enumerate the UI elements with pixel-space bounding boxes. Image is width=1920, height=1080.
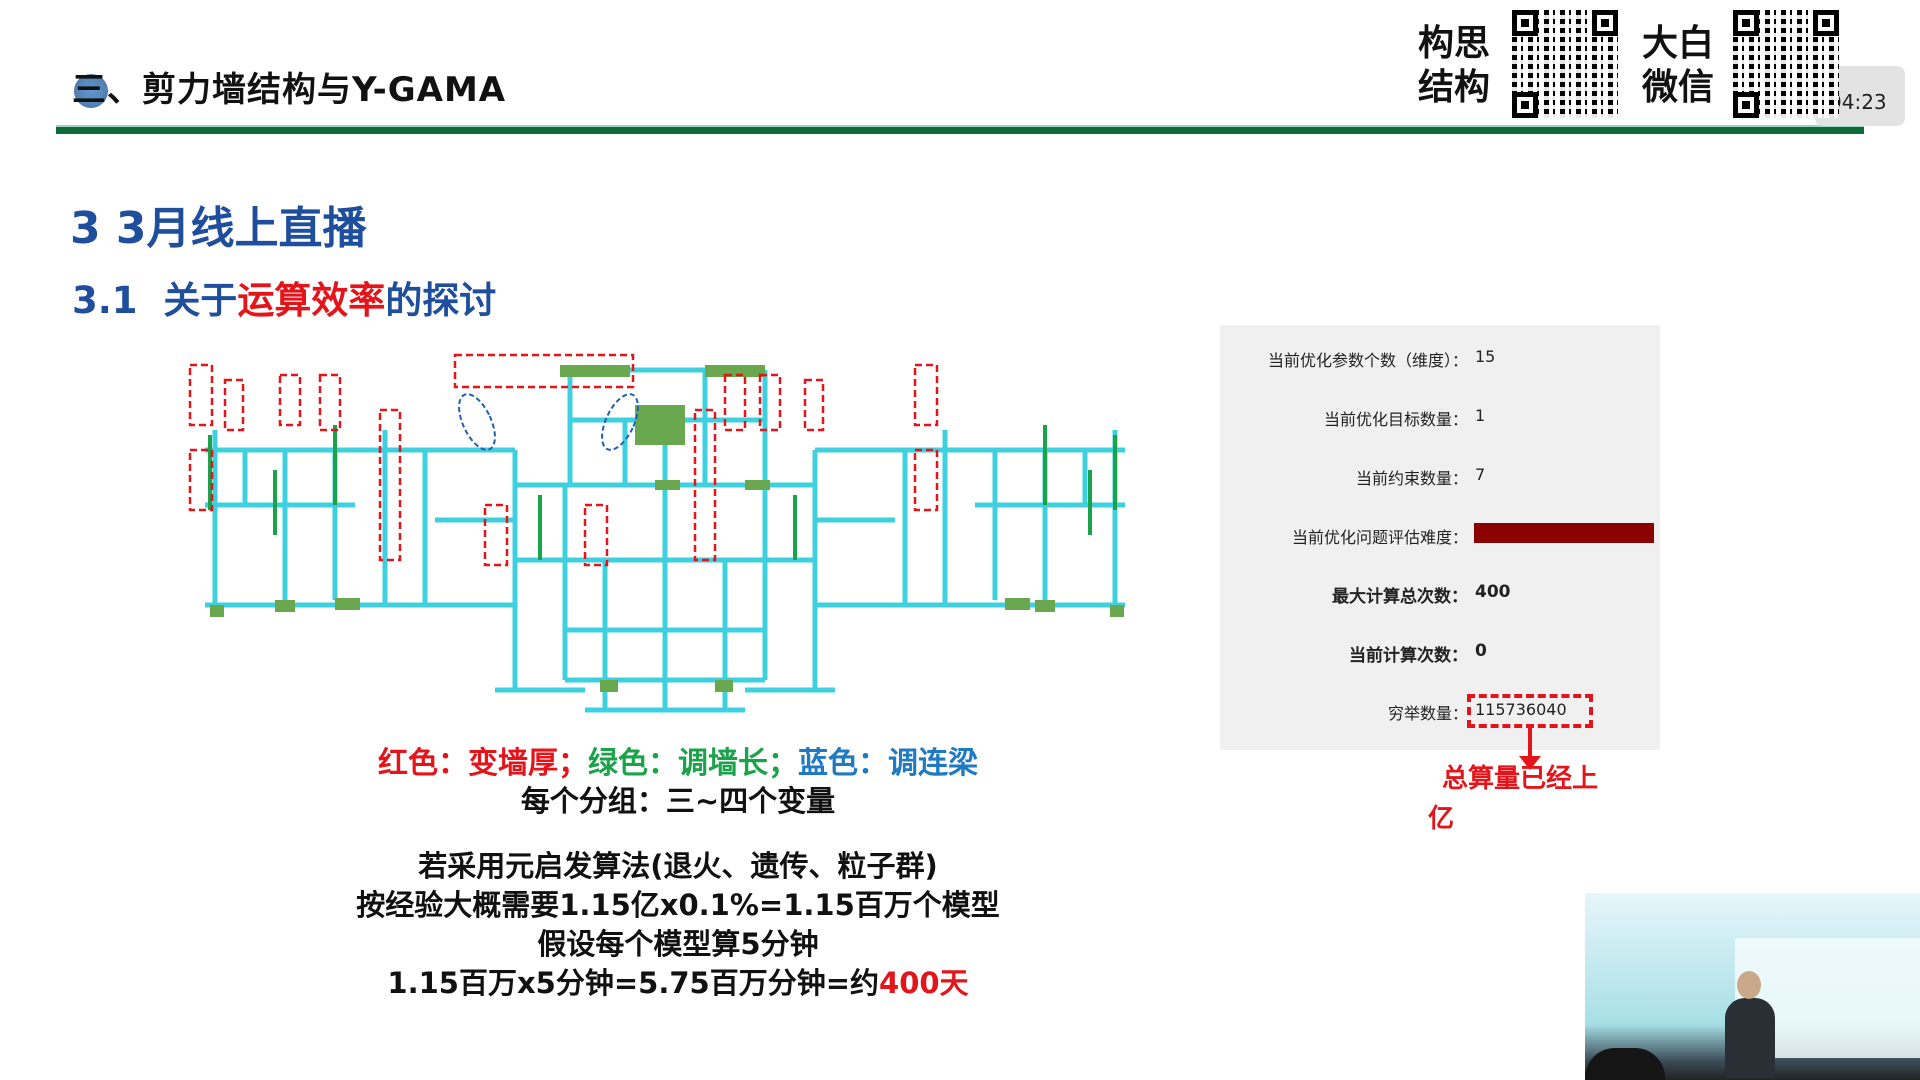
row-label: 当前优化问题评估难度：: [1291, 528, 1468, 547]
legend-blue: 蓝色：调连梁: [798, 746, 978, 781]
row-label: 最大计算总次数：: [1332, 587, 1468, 607]
group-note: 每个分组：三~四个变量: [520, 784, 836, 818]
panel-row: 当前计算次数： 0: [1220, 641, 1660, 666]
subsection-number: 3.1: [72, 279, 138, 322]
note-highlight: 400天: [879, 966, 969, 1000]
speaker-head: [1737, 971, 1761, 999]
row-value: 7: [1475, 465, 1486, 484]
brand-line: 结构: [1418, 67, 1491, 108]
panel-row: 当前约束数量： 7: [1220, 465, 1660, 489]
panel-row: 当前优化目标数量： 1: [1220, 406, 1660, 430]
subsection-highlight: 运算效率: [237, 279, 386, 322]
brand-gousi: 构思 结构: [1418, 22, 1490, 110]
row-label: 穷举数量：: [1387, 704, 1468, 723]
subsection-text: 关于: [163, 279, 238, 322]
panel-row: 当前优化参数个数（维度）： 15: [1220, 347, 1660, 371]
note-text: 1.15百万x5分钟=5.75百万分钟=约: [387, 966, 880, 1000]
audience-heads: [1585, 1048, 1665, 1080]
row-value: 400: [1475, 582, 1511, 602]
brand-dabai: 大白 微信: [1642, 22, 1714, 110]
brand-line: 大白: [1642, 23, 1715, 64]
arrow-down-icon: [1528, 728, 1532, 762]
panel-row: 最大计算总次数： 400: [1220, 582, 1660, 607]
brand-line: 构思: [1418, 23, 1491, 64]
subsection-title: 3.1 关于运算效率的探讨: [72, 270, 496, 324]
shear-wall-floor-plan: [188, 353, 1125, 713]
annotation-text: 亿: [1428, 804, 1455, 834]
brand-line: 微信: [1642, 67, 1715, 108]
speaker-camera-inset: [1585, 893, 1920, 1080]
row-label: 当前约束数量：: [1355, 469, 1468, 488]
annotation-text: 总算量已经上: [1442, 764, 1599, 794]
subsection-text: 的探讨: [385, 279, 497, 322]
legend-red: 红色：变墙厚；: [378, 746, 588, 781]
row-value: 1: [1475, 406, 1486, 425]
note-line: 若采用元启发算法(退火、遗传、粒子群): [418, 849, 938, 883]
note-line: 1.15百万x5分钟=5.75百万分钟=约400天: [240, 960, 1116, 1002]
legend-line: 红色：变墙厚；绿色：调墙长；蓝色：调连梁: [240, 738, 1116, 782]
row-value: 115736040: [1475, 700, 1567, 719]
header-divider: [56, 125, 1864, 134]
panel-row: 穷举数量： 115736040: [1220, 700, 1660, 724]
difficulty-bar: [1474, 523, 1654, 543]
highlight-box: [1467, 694, 1593, 728]
section-title: 3 3月线上直播: [70, 203, 367, 254]
note-line: 按经验大概需要1.15亿x0.1%=1.15百万个模型: [356, 888, 1000, 922]
header-title: 三、剪力墙结构与Y-GAMA: [72, 70, 507, 110]
row-value: 0: [1475, 641, 1487, 661]
note-line: 假设每个模型算5分钟: [537, 927, 819, 961]
legend-green: 绿色：调墙长；: [588, 746, 798, 781]
company-logo: [74, 74, 108, 108]
panel-row: 当前优化问题评估难度：: [1220, 524, 1660, 548]
arrowhead-icon: [1519, 756, 1541, 770]
row-label: 当前优化参数个数（维度）：: [1267, 351, 1468, 370]
speaker-figure: [1725, 998, 1775, 1078]
qr-code-icon: [1512, 10, 1618, 118]
row-label: 当前计算次数：: [1349, 646, 1468, 666]
row-label: 当前优化目标数量：: [1323, 410, 1468, 429]
row-value: 15: [1475, 347, 1496, 366]
wechat-qr-code-icon: [1733, 10, 1839, 118]
